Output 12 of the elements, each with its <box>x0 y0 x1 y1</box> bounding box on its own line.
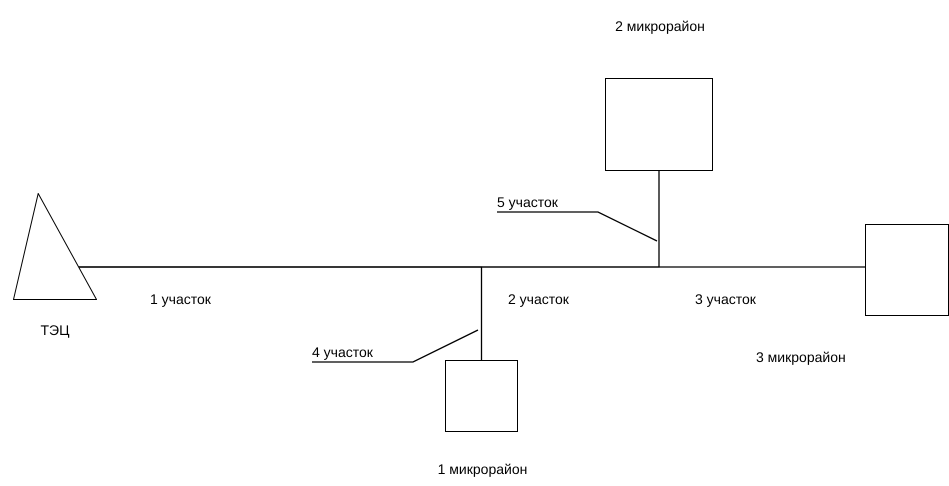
section-label: 3 участок <box>695 291 756 307</box>
pipeline <box>78 266 866 268</box>
node-label: 1 микрорайон <box>436 461 528 477</box>
leader-line <box>312 329 478 363</box>
node-label: 3 микрорайон <box>756 349 846 365</box>
section-label: 5 участок <box>497 194 558 210</box>
leader-line <box>497 211 658 242</box>
node-label: 2 микрорайон <box>614 18 706 34</box>
section-label: 4 участок <box>312 344 373 360</box>
section-label: 1 участок <box>150 291 211 307</box>
section-label: 2 участок <box>508 291 569 307</box>
node-label: ТЭЦ <box>40 322 70 338</box>
